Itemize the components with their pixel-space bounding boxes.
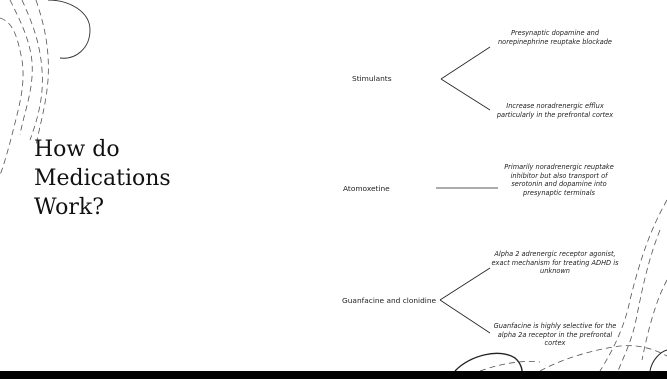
medication-guanfacine-clonidine: Guanfacine and clonidine xyxy=(342,296,437,305)
medication-stimulants: Stimulants xyxy=(352,74,392,83)
title-line: Medications xyxy=(34,166,171,191)
mechanism-guanfacine-2: Guanfacine is highly selective for the a… xyxy=(493,322,617,348)
connector-stimulants-2 xyxy=(440,78,491,111)
decorative-swirls xyxy=(0,0,667,371)
connector-guanfacine-1 xyxy=(439,267,491,301)
title-line: Work? xyxy=(34,195,105,220)
mechanism-stimulants-2: Increase noradrenergic efflux particular… xyxy=(496,102,614,119)
mechanism-guanfacine-1: Alpha 2 adrenergic receptor agonist, exa… xyxy=(491,250,619,276)
connector-stimulants-1 xyxy=(440,46,491,80)
connector-guanfacine-2 xyxy=(439,299,491,334)
mechanism-atomoxetine: Primarily noradrenergic reuptake inhibit… xyxy=(504,163,614,197)
title-line: How do xyxy=(34,137,120,162)
slide-title: How do Medications Work? xyxy=(34,135,234,222)
mechanism-stimulants-1: Presynaptic dopamine and norepinephrine … xyxy=(498,29,612,46)
slide: How do Medications Work? Stimulants Atom… xyxy=(0,0,667,371)
connector-lines xyxy=(436,46,498,334)
medication-atomoxetine: Atomoxetine xyxy=(343,184,390,193)
bottom-strip xyxy=(0,371,667,379)
